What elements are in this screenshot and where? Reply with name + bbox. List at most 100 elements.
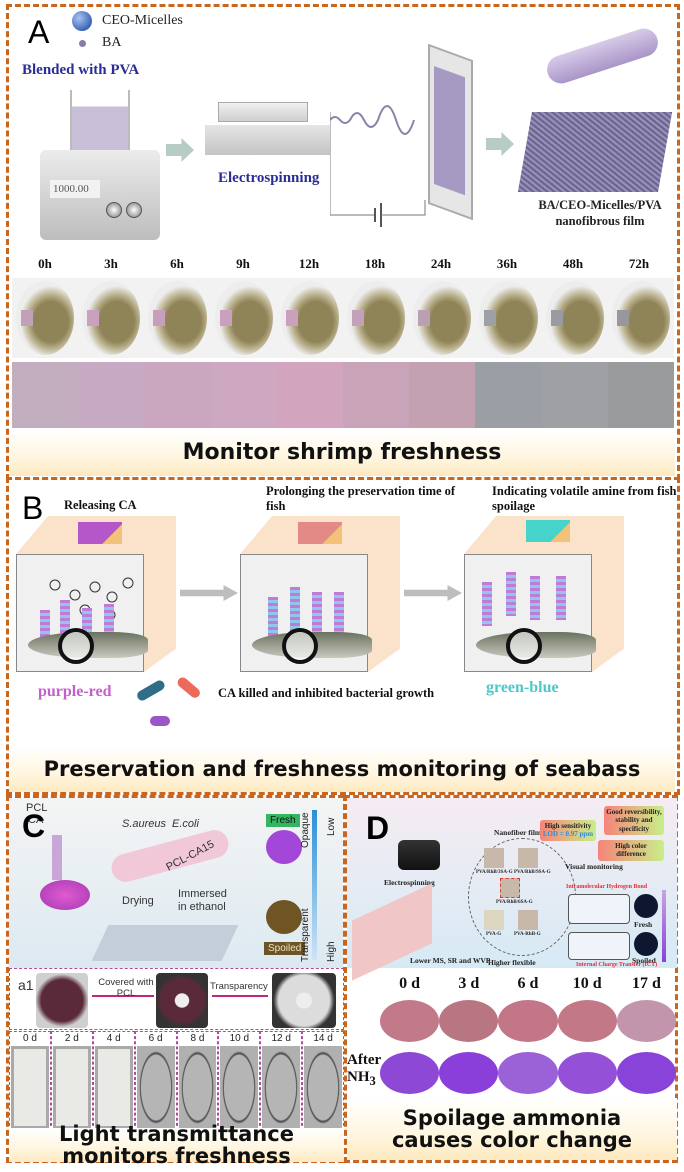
sample-photo <box>11 1046 49 1129</box>
caption-panel-c: Light transmittance monitors freshness <box>9 1123 344 1167</box>
volatile-amine-wave-icon <box>82 608 92 640</box>
stirrer-display: 1000.00 <box>50 180 100 198</box>
after-label: After <box>347 1052 382 1068</box>
shrimp-photo-row <box>12 278 674 358</box>
transparency-scale-arrow <box>312 810 317 960</box>
sample-photo <box>136 1046 175 1129</box>
volatile-amine-wave-icon <box>60 600 70 640</box>
circuit-wire <box>381 200 426 216</box>
product-label: BA/CEO-Micelles/PVA nanofibrous film <box>520 198 680 229</box>
indicator-film-square <box>21 310 33 326</box>
shrimp-photo <box>78 278 144 358</box>
disc-slot <box>498 1052 558 1094</box>
disc-slot <box>557 1052 617 1094</box>
film-swatch <box>518 848 538 868</box>
indicator-disc-before <box>439 1000 499 1042</box>
day-label: 0 d <box>399 975 421 992</box>
day-sample: 6 d <box>134 1031 177 1131</box>
hbond-diagram <box>568 894 630 924</box>
d-day-labels: 0 d 3 d 6 d 10 d 17 d <box>380 975 676 993</box>
knob-icon <box>126 202 142 218</box>
day-label: 6 d <box>148 1033 163 1044</box>
indicator-disc-after <box>380 1052 440 1094</box>
caption-panel-a: Monitor shrimp freshness <box>9 430 675 476</box>
indicator-color-swatch <box>78 362 145 428</box>
time-label: 9h <box>236 256 250 271</box>
step-1-title: Releasing CA <box>64 498 137 512</box>
volatile-amine-wave-icon <box>104 604 114 640</box>
day-sample: 10 d <box>218 1031 261 1131</box>
day-sample: 4 d <box>92 1031 135 1131</box>
sensitivity-label: High sensitivity <box>544 822 592 830</box>
panel-d-frame <box>344 795 678 1163</box>
caption-panel-b: Preservation and freshness monitoring of… <box>9 746 675 792</box>
after-nh3-label: After NH3 <box>347 1052 381 1088</box>
time-label: 12h <box>298 256 320 271</box>
day-label: 8 d <box>190 1033 205 1044</box>
film-label: PVA-RhB-G <box>514 932 541 937</box>
indicator-color-swatch <box>607 362 675 428</box>
indicator-color-swatch <box>144 362 211 428</box>
time-label: 24h <box>430 256 452 271</box>
day-sample: 14 d <box>302 1031 344 1131</box>
indicator-film-square <box>285 310 298 326</box>
volatile-amine-wave-icon <box>556 576 566 620</box>
time-label: 3h <box>104 256 118 271</box>
film-label: PVA/RhB/6SA-G <box>496 900 533 905</box>
grape-tray-photo <box>36 973 88 1028</box>
bacteria-s-aureus: S.aureus <box>122 818 167 830</box>
volatile-amine-wave-icon <box>334 592 344 636</box>
caption-d-line2: causes color change <box>391 1128 633 1152</box>
film-label: PVA-G <box>486 932 502 937</box>
panel-c-letter: C <box>22 808 46 844</box>
fresh-fruit-icon <box>266 830 302 864</box>
shrimp-photo <box>475 278 541 358</box>
disc-slot <box>557 1000 617 1042</box>
magnifier-icon <box>506 628 542 664</box>
ict-diagram <box>568 932 630 960</box>
fresh-tag: Fresh <box>266 814 300 827</box>
day-label: 17 d <box>631 975 661 992</box>
bacteria-e-coli: E.coli <box>172 818 199 830</box>
indicator-disc-after <box>498 1052 558 1094</box>
visual-monitoring-label: Visual monitoring <box>565 862 623 871</box>
shrimp-photo <box>277 278 343 358</box>
mechanism-bottom-label: Internal Charge Transfer (ICT) <box>576 962 658 968</box>
fresh-sample-icon <box>634 894 658 918</box>
before-disc-row <box>380 1000 677 1042</box>
spoiled-label-d: Spoiled <box>632 956 656 965</box>
panel-b-frame <box>6 477 680 795</box>
nh-subscript: 3 <box>369 1073 376 1088</box>
ceo-micelle-sphere-icon <box>72 11 92 31</box>
day-label: 2 d <box>64 1033 79 1044</box>
spoiled-sample-icon <box>634 932 658 956</box>
mechanism-top-label: Intramolecular Hydrogen Bond <box>566 884 648 890</box>
collector-disk-icon <box>40 880 90 910</box>
magnifier-icon <box>282 628 318 664</box>
step-covered: Covered with PCL <box>98 977 154 999</box>
indicator-film-square <box>484 310 497 326</box>
opaque-label: Opaque <box>300 812 311 848</box>
step-2-title: Prolonging the preservation time of fish <box>266 484 456 513</box>
step-3-title: Indicating volatile amine from fish spoi… <box>492 484 677 513</box>
indicator-color-swatch <box>409 362 476 428</box>
sample-photo <box>52 1046 91 1129</box>
indicator-film-square <box>616 310 629 326</box>
step-transparency: Transparency <box>210 981 268 992</box>
films-title: Nanofiber films <box>494 828 545 837</box>
film-label: PVA/RhB/3SA-G <box>476 870 513 875</box>
bacteria-icon <box>137 677 200 726</box>
indicator-color-swatch <box>210 362 277 428</box>
sample-photo <box>262 1046 301 1129</box>
legend-pcl: PCL <box>26 802 48 814</box>
shrimp-photo <box>343 278 409 358</box>
film-swatch <box>484 910 504 930</box>
fresh-label-d: Fresh <box>634 920 653 929</box>
time-label: 72h <box>628 256 650 271</box>
volatile-amine-wave-icon <box>40 610 50 640</box>
ba-dot-icon <box>79 39 86 47</box>
time-label: 36h <box>496 256 518 271</box>
day-label: 10 d <box>229 1033 250 1044</box>
indicator-film-patch <box>298 522 342 544</box>
day-label: 3 d <box>458 975 480 992</box>
